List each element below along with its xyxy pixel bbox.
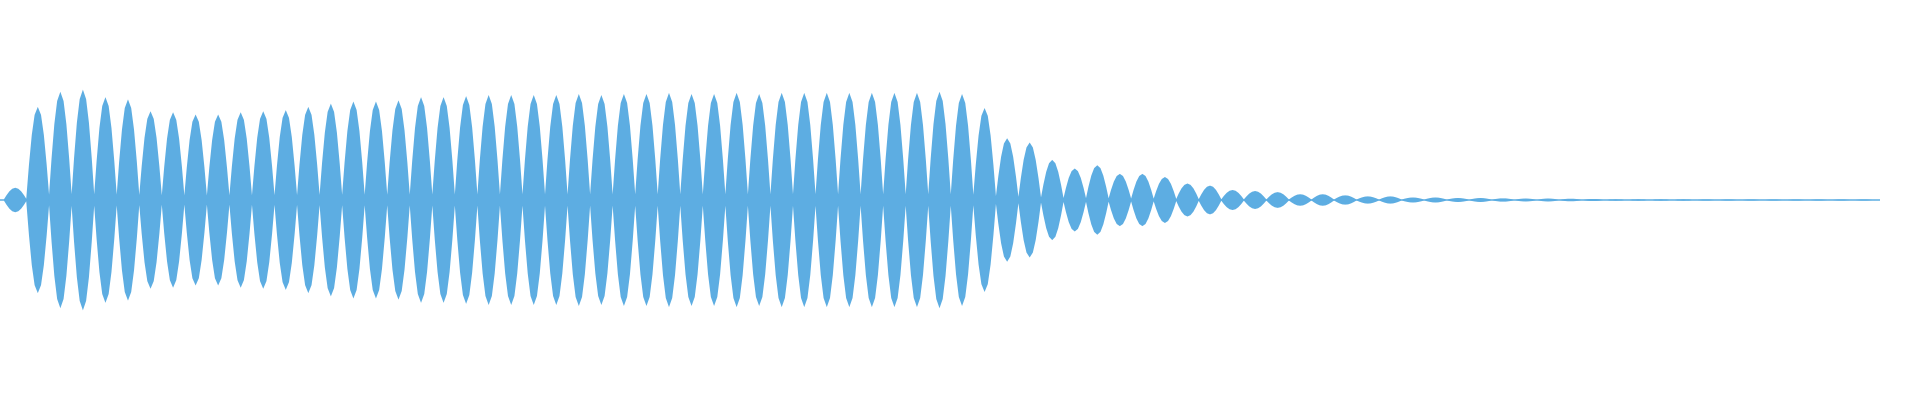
waveform-shape <box>3 89 1876 311</box>
